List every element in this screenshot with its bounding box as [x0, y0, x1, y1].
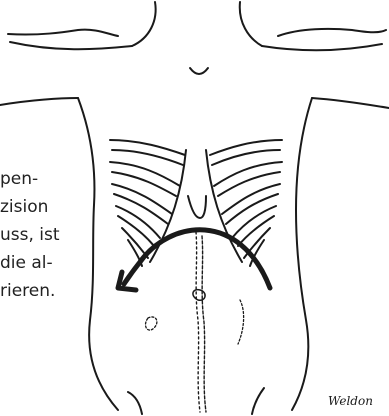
abdomen-mark-left: [146, 317, 157, 330]
rib-left-1: [110, 140, 185, 155]
shoulder-left-line: [10, 42, 132, 49]
clavicle-left: [8, 30, 118, 36]
jugular-notch: [190, 68, 208, 74]
rib-left-4: [116, 206, 160, 238]
caption-line-3: uss, ist: [0, 224, 60, 246]
armpit-left: [0, 98, 78, 105]
artist-signature: Weldon: [328, 394, 373, 408]
rib-left-2b: [112, 172, 176, 196]
armpit-right: [312, 98, 389, 108]
groin-left: [128, 392, 142, 414]
neck-left-line: [132, 2, 156, 46]
linea-alba-2: [202, 236, 206, 412]
costal-right: [206, 150, 242, 262]
caption-line-4: die al-: [0, 252, 53, 274]
caption-line-2: zision: [0, 196, 48, 218]
neck-right-line: [240, 2, 262, 46]
groin-right: [252, 388, 264, 414]
rib-right-2b: [218, 172, 280, 196]
caption-line-1: pen-: [0, 168, 38, 190]
navel: [193, 290, 205, 301]
abdomen-mark-right: [238, 300, 244, 344]
linea-alba: [196, 232, 200, 412]
rib-right-1: [210, 140, 282, 155]
caption-line-5: rieren.: [0, 280, 55, 302]
rib-left-4b: [118, 216, 154, 246]
rib-right-4: [232, 206, 276, 238]
shoulder-right-line: [262, 44, 382, 50]
torso-right-outline: [292, 98, 312, 410]
torso-left-outline: [78, 98, 118, 410]
xiphoid-process: [188, 196, 206, 218]
clavicle-right: [278, 29, 386, 36]
rib-right-4b: [238, 216, 274, 246]
